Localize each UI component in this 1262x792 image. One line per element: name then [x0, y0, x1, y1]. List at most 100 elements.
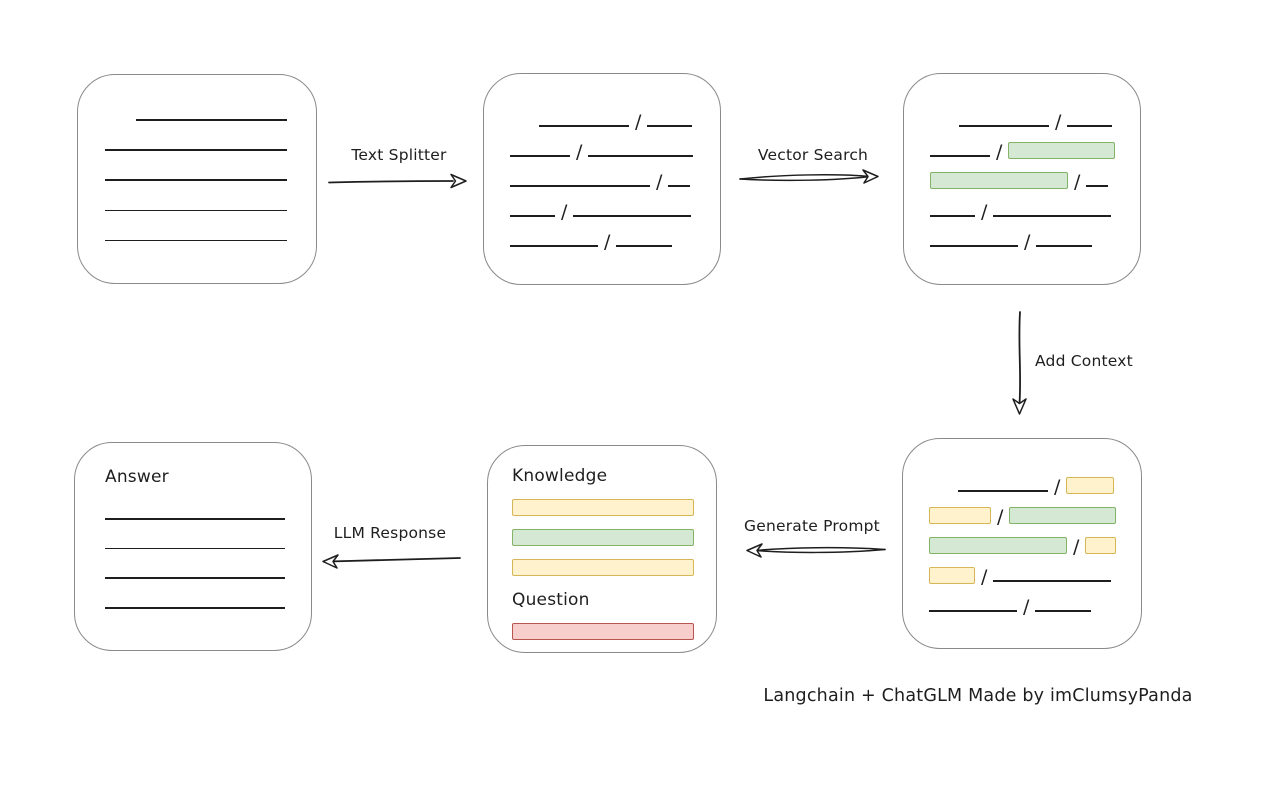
llm-response-arrow-icon — [322, 554, 461, 569]
yellow-bar — [512, 499, 694, 516]
slash-separator: / — [576, 141, 583, 163]
green-chunk-bar — [930, 172, 1068, 189]
yellow-chunk-bar — [1085, 537, 1117, 554]
text-line — [105, 577, 285, 580]
add-context-label: Add Context — [1035, 352, 1133, 370]
text-line — [510, 155, 570, 157]
text-line — [1067, 125, 1113, 127]
yellow-chunk-bar — [929, 567, 975, 584]
text-line — [930, 245, 1018, 247]
slash-separator: / — [635, 111, 642, 133]
text-line — [993, 580, 1112, 582]
answer-heading: Answer — [105, 467, 169, 487]
text-line — [105, 518, 285, 520]
text-line — [1086, 185, 1109, 187]
text-line — [105, 209, 287, 212]
chunk-row: / — [929, 552, 1141, 588]
slash-separator: / — [656, 171, 663, 193]
chunk-row: / — [510, 217, 720, 253]
search-result-box: / / / / / — [903, 73, 1141, 285]
text-line — [930, 155, 990, 157]
green-chunk-bar — [929, 537, 1067, 554]
source-document-box — [77, 74, 317, 284]
text-splitter-label: Text Splitter — [351, 146, 447, 164]
chunk-row: / — [929, 492, 1141, 528]
yellow-chunk-bar — [929, 507, 991, 524]
text-line — [105, 547, 285, 550]
document-lines — [78, 75, 316, 242]
slash-separator: / — [561, 201, 568, 223]
question-heading: Question — [512, 590, 590, 610]
knowledge-bars — [512, 499, 716, 576]
text-line — [510, 215, 555, 217]
text-line — [510, 185, 650, 187]
slash-separator: / — [1055, 111, 1062, 133]
text-line — [668, 185, 691, 187]
text-line — [929, 610, 1017, 612]
chunk-row: / — [929, 582, 1141, 618]
text-line — [958, 490, 1048, 492]
chunk-row: / — [510, 127, 720, 163]
text-line — [993, 215, 1112, 217]
text-line — [588, 155, 694, 157]
chunk-row: / — [929, 522, 1141, 558]
llm-response-label: LLM Response — [333, 524, 447, 542]
split-chunk-rows: / / / / / — [484, 74, 720, 253]
chunk-row: / — [510, 97, 720, 133]
chunk-row: / — [930, 127, 1140, 163]
text-splitter-arrow-icon — [328, 173, 467, 189]
green-bar — [512, 529, 694, 546]
chunk-row: / — [930, 187, 1140, 223]
slash-separator: / — [997, 506, 1004, 528]
red-bar — [512, 623, 694, 640]
slash-separator: / — [1023, 596, 1030, 618]
vector-search-label: Vector Search — [757, 146, 869, 164]
text-line — [539, 125, 629, 127]
answer-box: Answer — [74, 442, 312, 651]
text-line — [105, 239, 287, 242]
add-context-arrow-icon — [1012, 311, 1027, 415]
chunk-row: / — [930, 157, 1140, 193]
text-line — [1036, 245, 1093, 247]
text-line — [105, 607, 285, 609]
vector-search-arrow-icon — [739, 169, 879, 184]
slash-separator: / — [1054, 476, 1061, 498]
slash-separator: / — [604, 231, 611, 253]
chunk-row: / — [930, 217, 1140, 253]
slash-separator: / — [1074, 171, 1081, 193]
prompt-box: Knowledge Question — [487, 445, 717, 653]
answer-lines — [105, 518, 311, 609]
green-chunk-bar — [1008, 142, 1116, 159]
text-line — [105, 149, 287, 151]
split-chunks-box: / / / / / — [483, 73, 721, 285]
question-bars — [512, 623, 716, 640]
generate-prompt-label: Generate Prompt — [744, 517, 880, 535]
slash-separator: / — [981, 201, 988, 223]
knowledge-heading: Knowledge — [512, 466, 608, 486]
search-chunk-rows: / / / / / — [904, 74, 1140, 253]
text-line — [573, 215, 692, 217]
text-line — [1035, 610, 1092, 612]
context-chunks-box: / / / / / — [902, 438, 1142, 649]
slash-separator: / — [981, 566, 988, 588]
slash-separator: / — [1073, 536, 1080, 558]
slash-separator: / — [996, 141, 1003, 163]
chunk-row: / — [510, 187, 720, 223]
green-chunk-bar — [1009, 507, 1117, 524]
generate-prompt-arrow-icon — [746, 543, 886, 558]
text-line — [105, 179, 287, 182]
chunk-row: / — [510, 157, 720, 193]
text-line — [647, 125, 693, 127]
text-line — [930, 215, 975, 217]
yellow-bar — [512, 559, 694, 576]
context-chunk-rows: / / / / / — [903, 439, 1141, 618]
text-line — [959, 125, 1049, 127]
text-line — [616, 245, 673, 247]
yellow-chunk-bar — [1066, 477, 1115, 494]
text-line — [510, 245, 598, 247]
slash-separator: / — [1024, 231, 1031, 253]
chunk-row: / — [930, 97, 1140, 133]
text-line — [136, 119, 287, 121]
chunk-row: / — [929, 462, 1141, 498]
